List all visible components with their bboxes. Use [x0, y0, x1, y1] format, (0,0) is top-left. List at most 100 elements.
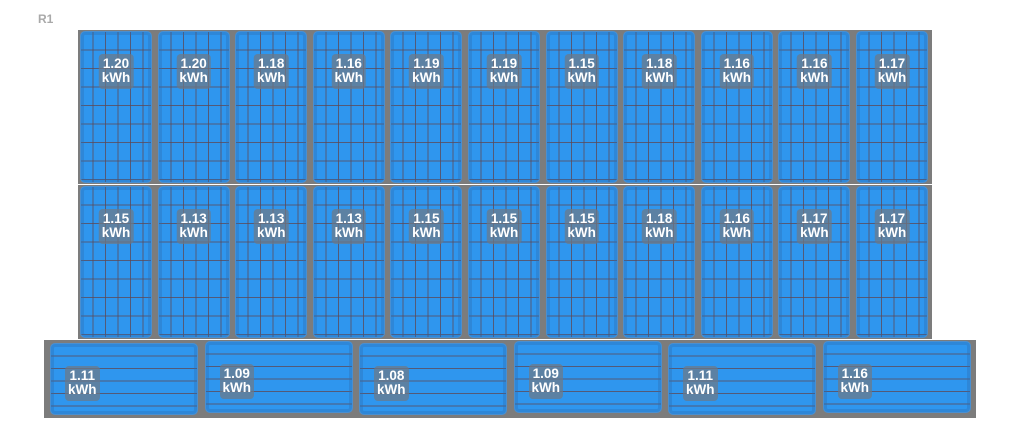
energy-unit: kWh [101, 70, 131, 85]
energy-value: 1.20 [180, 56, 207, 71]
energy-value: 1.13 [180, 211, 207, 226]
energy-value: 1.09 [223, 366, 250, 381]
energy-value: 1.11 [69, 368, 96, 383]
array-row-label: R1 [38, 12, 54, 26]
energy-value: 1.19 [490, 56, 518, 71]
energy-unit: kWh [489, 70, 519, 85]
energy-value: 1.18 [646, 211, 673, 226]
energy-unit: kWh [412, 225, 441, 240]
energy-unit: kWh [800, 70, 829, 85]
energy-value: 1.13 [258, 211, 285, 226]
energy-value: 1.16 [841, 366, 868, 381]
energy-unit: kWh [101, 225, 131, 240]
energy-unit: kWh [644, 70, 674, 85]
energy-unit: kWh [877, 225, 907, 240]
energy-unit: kWh [179, 70, 208, 85]
energy-value: 1.13 [335, 211, 362, 226]
energy-unit: kWh [68, 382, 97, 397]
energy-unit: kWh [412, 70, 441, 85]
energy-value: 1.15 [568, 211, 595, 226]
energy-unit: kWh [531, 380, 561, 395]
energy-value: 1.08 [378, 368, 405, 383]
energy-unit: kWh [722, 225, 752, 240]
energy-value: 1.15 [568, 56, 595, 71]
energy-unit: kWh [256, 225, 286, 240]
energy-value: 1.16 [801, 56, 828, 71]
energy-unit: kWh [800, 225, 829, 240]
energy-value: 1.16 [723, 56, 750, 71]
energy-unit: kWh [722, 70, 752, 85]
energy-unit: kWh [334, 225, 364, 240]
energy-unit: kWh [686, 382, 715, 397]
energy-unit: kWh [489, 225, 519, 240]
energy-value: 1.17 [878, 211, 906, 226]
energy-unit: kWh [567, 225, 596, 240]
energy-value: 1.15 [413, 211, 440, 226]
energy-unit: kWh [567, 70, 596, 85]
energy-unit: kWh [644, 225, 674, 240]
energy-unit: kWh [840, 380, 870, 395]
energy-unit: kWh [222, 380, 252, 395]
energy-value: 1.15 [490, 211, 518, 226]
energy-value: 1.19 [413, 56, 440, 71]
energy-value: 1.18 [646, 56, 673, 71]
energy-unit: kWh [256, 70, 286, 85]
energy-unit: kWh [179, 225, 208, 240]
energy-value: 1.17 [801, 211, 828, 226]
